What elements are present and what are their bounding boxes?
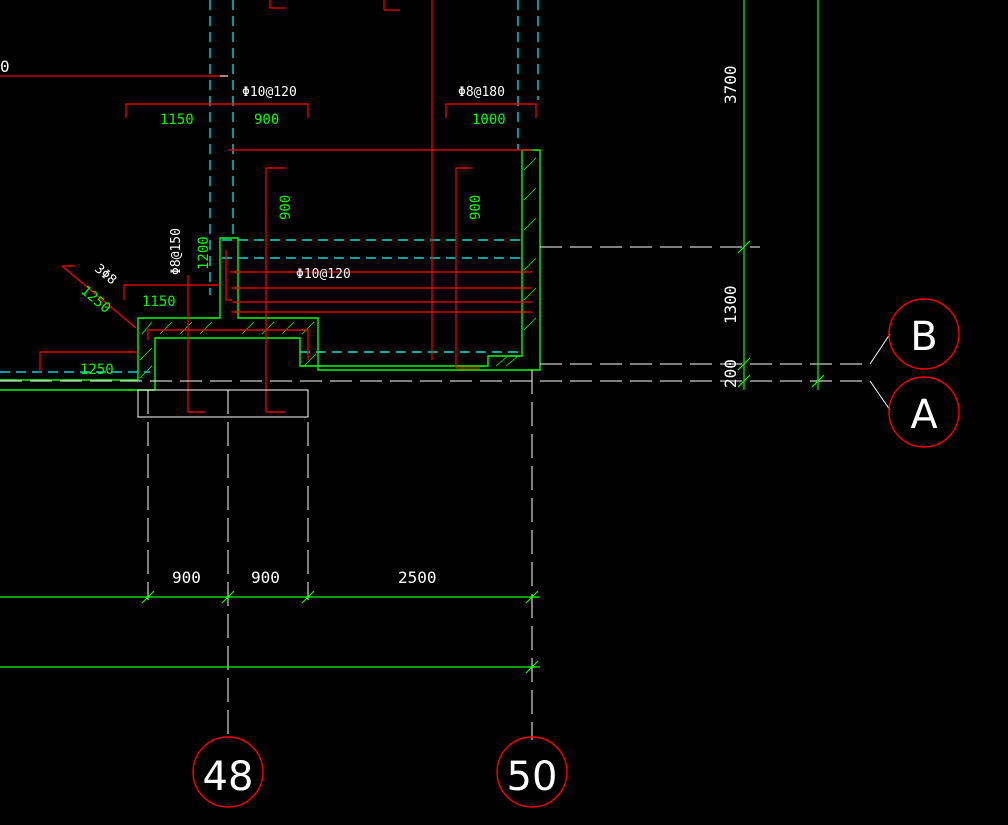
grid-bubble-A[interactable]: A bbox=[888, 376, 960, 448]
rebar-label-vertical: Φ8@150 bbox=[169, 228, 184, 275]
dim-bottom-left: 900 bbox=[172, 568, 201, 587]
dim-top-left-partial: 0 bbox=[0, 57, 10, 76]
dim-red-vertical-left: 900 bbox=[278, 195, 294, 220]
rebar-lines bbox=[0, 0, 537, 413]
grid-label-50: 50 bbox=[507, 754, 558, 800]
grid-bubble-B[interactable]: B bbox=[888, 298, 960, 370]
grid-bubble-50[interactable]: 50 bbox=[496, 736, 568, 808]
concrete-hatch bbox=[139, 157, 537, 379]
rebar-label-corner: 3Φ8 bbox=[91, 262, 119, 289]
dim-right-lower: 200 bbox=[721, 359, 740, 388]
dim-top-mid-span: 900 bbox=[254, 112, 279, 128]
grid-label-B: B bbox=[910, 314, 937, 360]
grid-bubble-48[interactable]: 48 bbox=[192, 736, 264, 808]
rebar-label-top-left: Φ10@120 bbox=[242, 85, 297, 100]
dimension-lines bbox=[0, 0, 825, 674]
dim-right-middle: 1300 bbox=[721, 285, 740, 324]
dim-diag-length: 1250 bbox=[77, 283, 113, 317]
dim-top-right-span: 1000 bbox=[472, 112, 506, 128]
dim-wall-height: 1200 bbox=[196, 236, 212, 270]
dim-bottom-mid: 900 bbox=[251, 568, 280, 587]
grid-lines bbox=[0, 75, 891, 740]
grid-label-48: 48 bbox=[203, 754, 254, 800]
wall-centerlines bbox=[0, 0, 539, 373]
dim-ledge-width: 1150 bbox=[142, 294, 176, 310]
rebar-label-middle: Φ10@120 bbox=[296, 267, 351, 282]
grid-label-A: A bbox=[910, 392, 938, 438]
dim-red-vertical-right: 900 bbox=[468, 195, 484, 220]
dim-right-upper: 3700 bbox=[721, 65, 740, 104]
dim-base-extension: 1250 bbox=[80, 362, 114, 378]
foundation-outline bbox=[0, 149, 541, 391]
rebar-label-top-right: Φ8@180 bbox=[458, 85, 505, 100]
dim-bottom-right: 2500 bbox=[398, 568, 437, 587]
dim-top-left-span: 1150 bbox=[160, 112, 194, 128]
